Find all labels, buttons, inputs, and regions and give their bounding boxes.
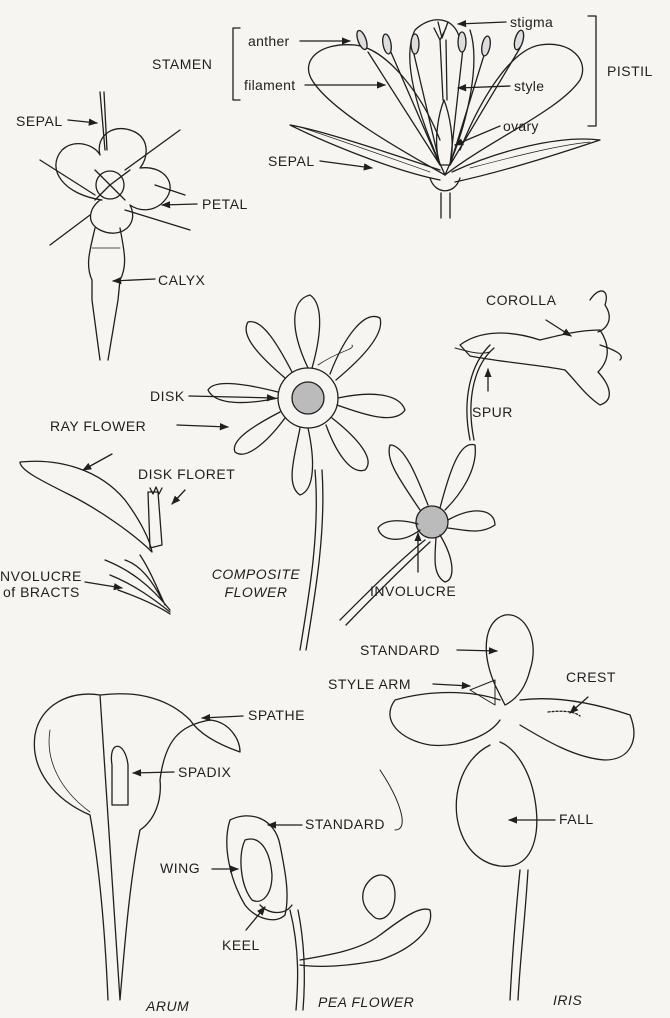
label-pea-flower: PEA FLOWER xyxy=(318,994,414,1010)
label-anther: anther xyxy=(248,33,290,49)
label-pistil: PISTIL xyxy=(607,63,653,79)
label-petal: PETAL xyxy=(202,196,248,212)
pistil-bracket xyxy=(588,16,596,126)
label-ovary: ovary xyxy=(503,118,539,134)
pea-flower-drawing xyxy=(212,816,431,1010)
lily-sepal-right xyxy=(452,139,600,182)
label-standard-pea: STANDARD xyxy=(305,816,385,832)
label-disk-floret: DISK FLORET xyxy=(138,466,235,482)
label-arum: ARUM xyxy=(146,998,189,1014)
lily-stigma xyxy=(434,22,448,40)
label-composite-line2: FLOWER xyxy=(200,584,312,600)
label-involucre-of-bracts-line2: of BRACTS xyxy=(3,584,80,600)
label-standard-iris: STANDARD xyxy=(360,642,440,658)
label-stigma: stigma xyxy=(510,14,553,30)
label-involucre-of-bracts-line1: NVOLUCRE xyxy=(0,568,82,584)
arum-drawing xyxy=(34,694,243,1000)
stamen-bracket xyxy=(233,28,240,100)
label-crest: CREST xyxy=(566,669,616,685)
arum-spadix xyxy=(111,746,128,805)
label-wing: WING xyxy=(160,860,200,876)
label-iris: IRIS xyxy=(553,992,582,1008)
label-stamen: STAMEN xyxy=(152,56,212,72)
corolla-body xyxy=(460,330,609,405)
label-calyx: CALYX xyxy=(158,272,205,288)
pea-standard-petal xyxy=(227,816,287,920)
label-style-arm: STYLE ARM xyxy=(328,676,411,692)
label-sepal-lily: SEPAL xyxy=(268,153,315,169)
label-composite-line1: COMPOSITE xyxy=(200,566,312,582)
label-spadix: SPADIX xyxy=(178,764,231,780)
label-spur: SPUR xyxy=(472,404,513,420)
ray-flower-petal xyxy=(20,461,152,552)
label-style: style xyxy=(514,78,544,94)
label-sepal-left-flower: SEPAL xyxy=(16,113,63,129)
label-corolla: COROLLA xyxy=(486,292,556,308)
arum-spathe xyxy=(34,694,240,1000)
label-involucre: INVOLUCRE xyxy=(370,583,456,599)
label-fall: FALL xyxy=(559,811,594,827)
lily-ovary xyxy=(437,100,453,165)
phlox-flower-drawing xyxy=(40,92,197,360)
label-keel: KEEL xyxy=(222,937,260,953)
label-spathe: SPATHE xyxy=(248,707,305,723)
label-disk: DISK xyxy=(150,388,185,404)
label-ray-flower: RAY FLOWER xyxy=(50,418,146,434)
label-filament: filament xyxy=(244,77,295,93)
disk-floret xyxy=(148,492,162,548)
iris-standard-petal xyxy=(486,615,533,705)
